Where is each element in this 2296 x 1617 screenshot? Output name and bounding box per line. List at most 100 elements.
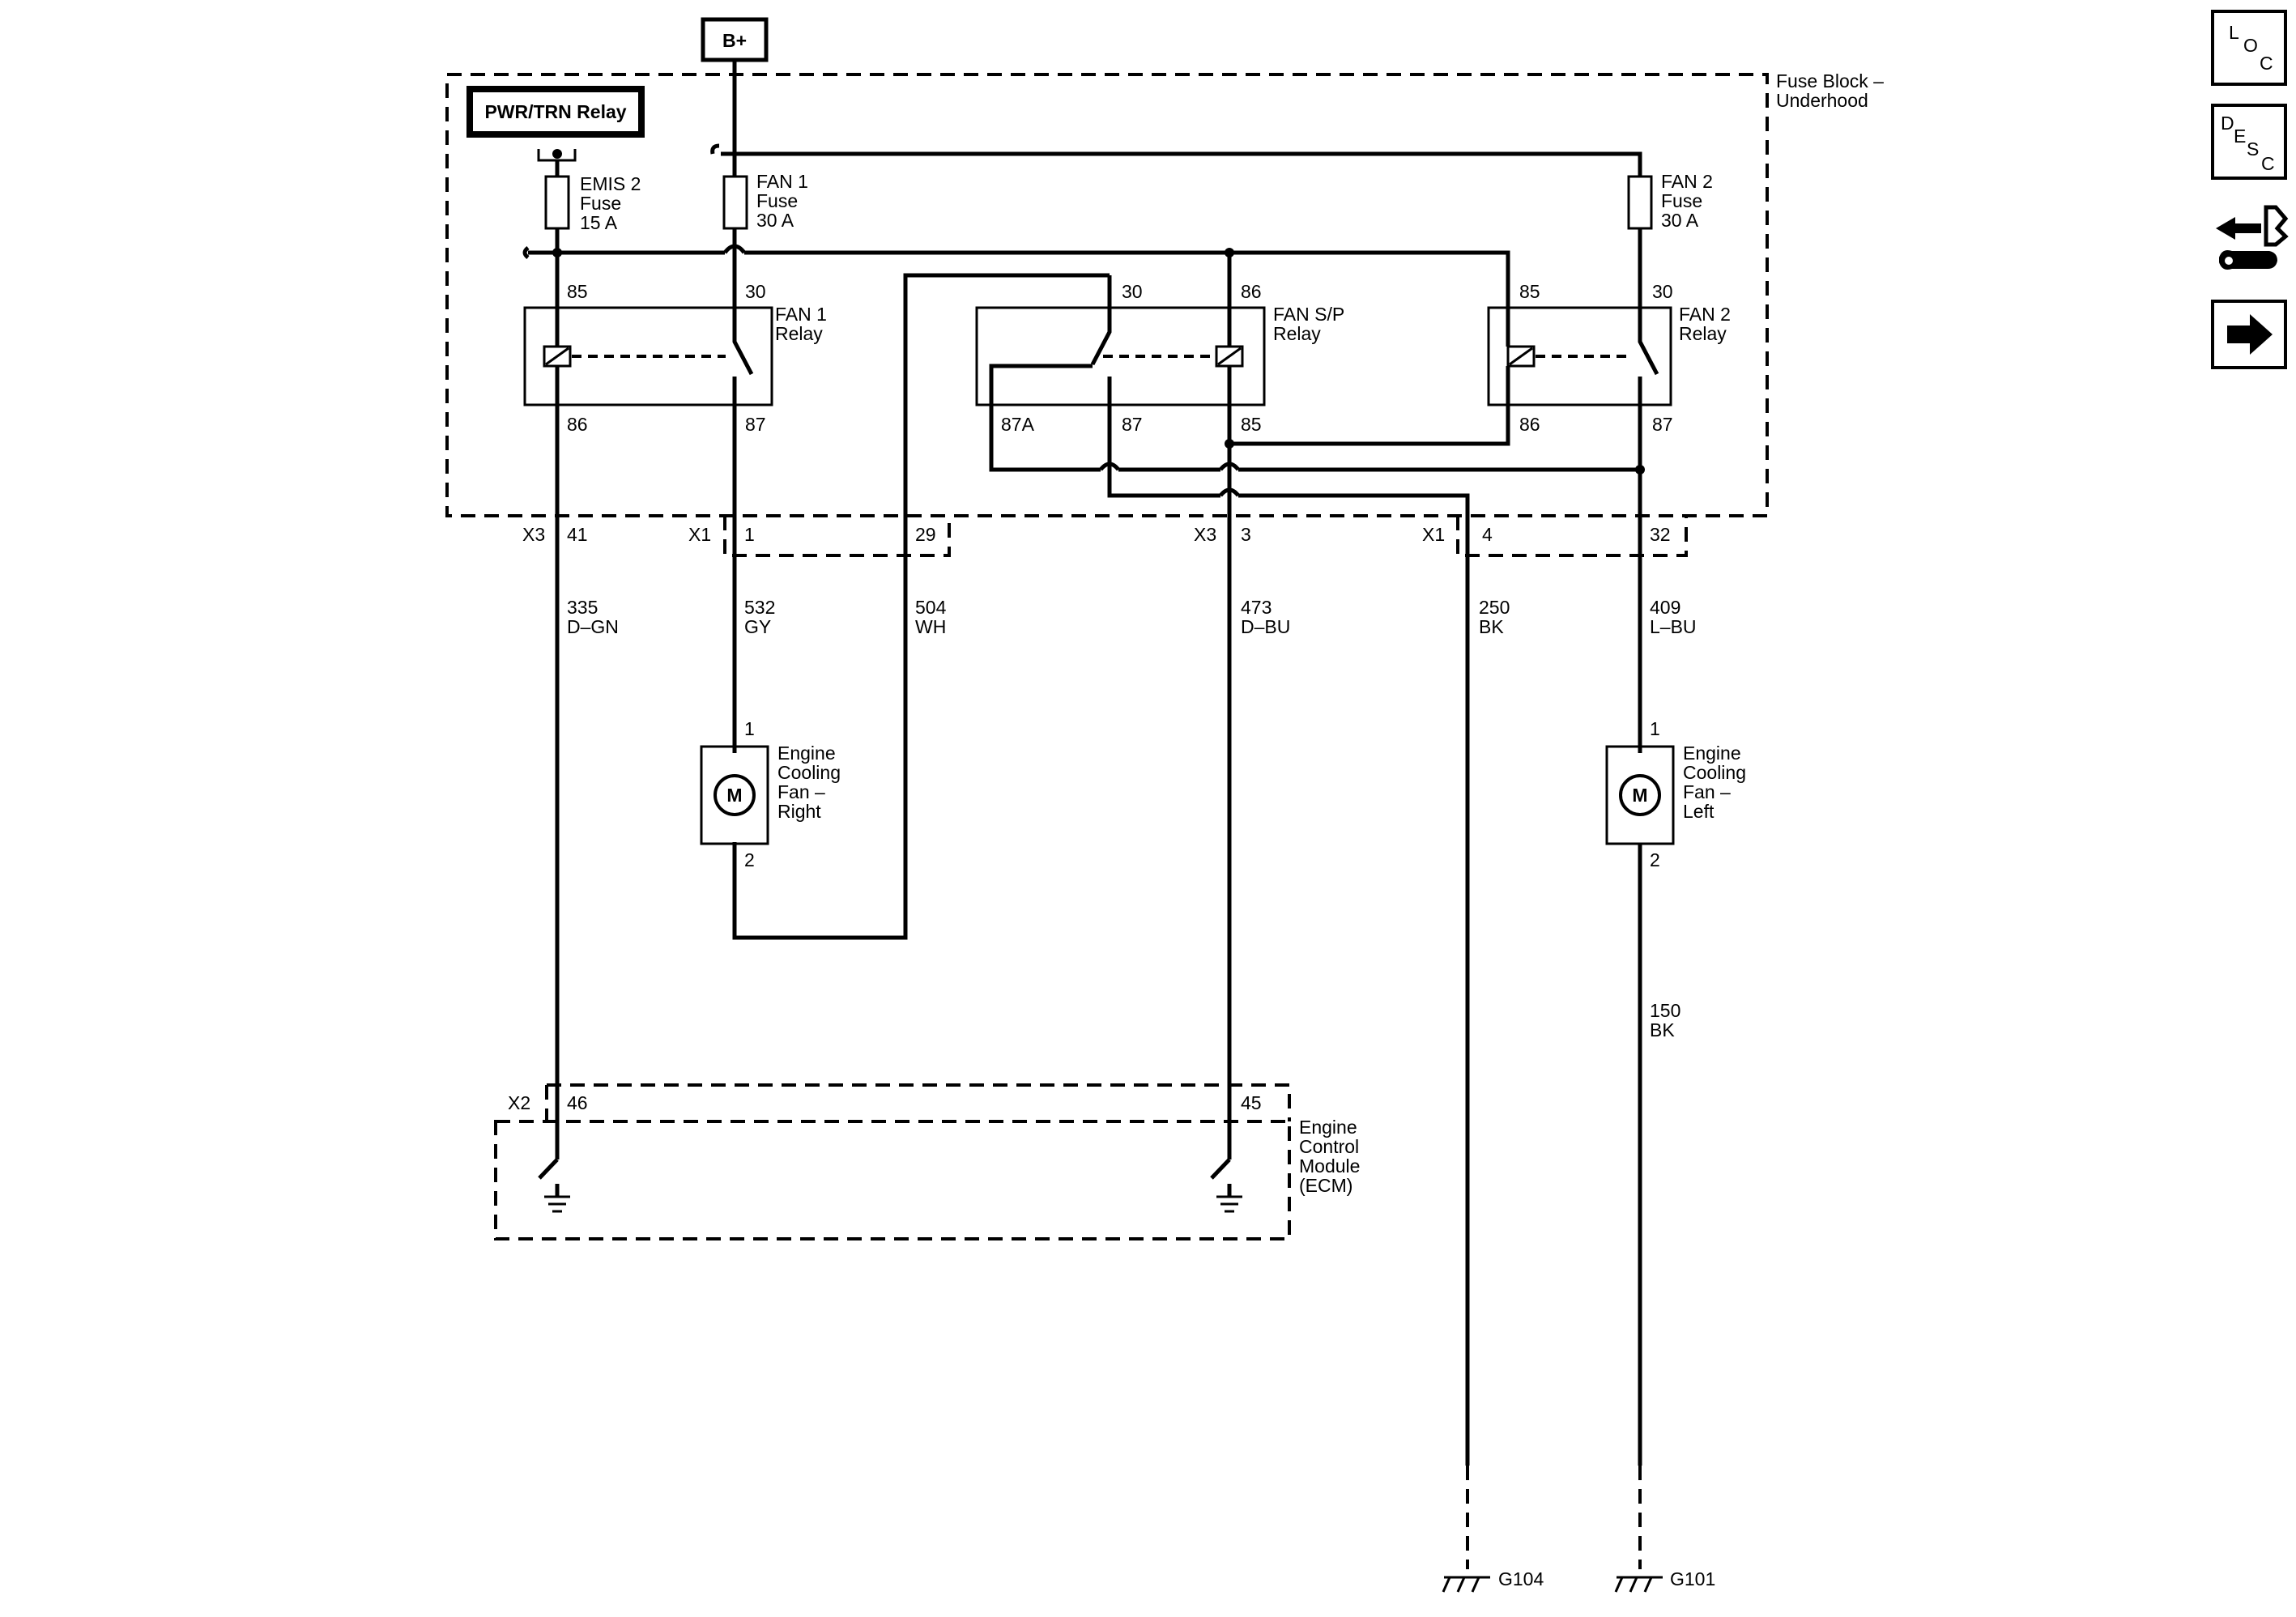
motor-right-label-4: Right — [777, 801, 821, 822]
fan1-relay: 85 30 86 87 FAN 1 Relay — [523, 281, 827, 435]
motor-right-symbol-label: M — [726, 785, 742, 806]
wire-504-circuit: 504 — [915, 597, 947, 618]
motor-left-pin-1: 1 — [1650, 718, 1660, 739]
motor-right-label: Engine — [777, 743, 836, 764]
connector-tool-icon[interactable] — [2216, 205, 2289, 270]
fan2-relay-pin-30: 30 — [1652, 281, 1673, 302]
loc-letter-c: C — [2260, 53, 2273, 74]
motor-left-label-4: Left — [1683, 801, 1715, 822]
wire-335-color: D–GN — [567, 616, 619, 637]
wire-150-color: BK — [1650, 1019, 1675, 1040]
loc-button[interactable]: L O C — [2211, 10, 2287, 86]
loc-letter-l: L — [2229, 22, 2239, 43]
desc-button[interactable]: D E S C — [2211, 104, 2287, 180]
fan1-fuse-label: FAN 1 — [756, 171, 808, 192]
fan2-relay-pin-85: 85 — [1519, 281, 1540, 302]
fan1-relay-pin-86: 86 — [567, 414, 588, 435]
ground-g101: G101 — [1614, 1466, 1715, 1593]
connector-pin-29: 29 — [915, 524, 936, 545]
motor-right-pin-1: 1 — [744, 718, 755, 739]
wire-473-color: D–BU — [1241, 616, 1290, 637]
engine-cooling-fan-left: M 1 2 Engine Cooling Fan – Left — [1605, 718, 1746, 1466]
desc-letter-c: C — [2261, 153, 2275, 174]
emis2-fuse-label-2: Fuse — [580, 193, 621, 214]
wire-335-circuit: 335 — [567, 597, 598, 618]
emis2-fuse-label: EMIS 2 — [580, 173, 641, 194]
fan2-relay-pin-87: 87 — [1652, 414, 1673, 435]
fan2-relay: 85 30 86 87 FAN 2 Relay — [1487, 281, 1731, 435]
fan2-fuse-body — [1627, 175, 1653, 230]
fan1-relay-label-2: Relay — [775, 323, 823, 344]
ecm-label-2: Control — [1299, 1136, 1359, 1157]
motor-left-label: Engine — [1683, 743, 1741, 764]
loc-letter-o: O — [2243, 35, 2258, 56]
connector-pin-45: 45 — [1241, 1092, 1262, 1113]
fuse-labels: EMIS 2 Fuse 15 A FAN 1 Fuse 30 A FAN 2 F… — [580, 171, 1713, 233]
engine-control-module: X2 46 45 Engine Control Module (ECM) — [494, 1083, 1360, 1240]
wire-labels: 335 D–GN 532 GY 504 WH 473 D–BU 250 BK 4… — [567, 597, 1697, 1040]
fan1-fuse-body — [722, 175, 748, 230]
fan2-relay-pin-86: 86 — [1519, 414, 1540, 435]
desc-letter-e: E — [2234, 126, 2246, 147]
wire-473-circuit: 473 — [1241, 597, 1272, 618]
wire-409-circuit: 409 — [1650, 597, 1680, 618]
wire-504-color: WH — [915, 616, 946, 637]
fuse-block-label-2: Underhood — [1776, 90, 1868, 111]
fan2-fuse-label: FAN 2 — [1661, 171, 1713, 192]
motor-left-pin-2: 2 — [1650, 849, 1660, 870]
wire-532-color: GY — [744, 616, 771, 637]
fan2-relay-label-2: Relay — [1679, 323, 1727, 344]
fansp-relay-pin-87a: 87A — [1001, 414, 1035, 435]
wire-150-circuit: 150 — [1650, 1000, 1680, 1021]
connector-pin-3: 3 — [1241, 524, 1251, 545]
wire-409-color: L–BU — [1650, 616, 1697, 637]
fansp-relay-pin-30: 30 — [1122, 281, 1143, 302]
connector-x2: X2 — [508, 1092, 530, 1113]
fansp-relay-label-2: Relay — [1273, 323, 1321, 344]
desc-letter-s: S — [2247, 138, 2259, 160]
connector-pin-4: 4 — [1482, 524, 1493, 545]
ground-g104-label: G104 — [1498, 1568, 1544, 1589]
pwr-trn-relay-label: PWR/TRN Relay — [484, 101, 626, 122]
motor-right-label-2: Cooling — [777, 762, 841, 783]
battery-positive-terminal: B+ — [701, 17, 769, 62]
connector-pin-41: 41 — [567, 524, 588, 545]
fan-sp-relay: 30 86 87A 87 85 FAN S/P Relay — [975, 281, 1344, 435]
ecm-label-4: (ECM) — [1299, 1175, 1352, 1196]
connector-x1-bracket — [723, 516, 1688, 557]
ground-g101-label: G101 — [1670, 1568, 1715, 1589]
fan2-fuse-label-2: Fuse — [1661, 190, 1702, 211]
connector-x1-b: X1 — [1422, 524, 1445, 545]
connector-pin-32: 32 — [1650, 524, 1671, 545]
ecm-label: Engine — [1299, 1117, 1357, 1138]
fan1-relay-label: FAN 1 — [775, 304, 827, 325]
right-arrow-icon — [2227, 314, 2273, 355]
fansp-relay-pin-87: 87 — [1122, 414, 1143, 435]
fan1-fuse-rating: 30 A — [756, 210, 794, 231]
fuse-block-underhood: Fuse Block – Underhood — [445, 70, 1884, 517]
fan1-fuse-label-2: Fuse — [756, 190, 798, 211]
desc-letter-d: D — [2221, 113, 2234, 134]
ground-g104: G104 — [1442, 1466, 1544, 1593]
relay-interconnects — [555, 273, 1645, 1466]
wire-532-circuit: 532 — [744, 597, 775, 618]
fan1-relay-pin-85: 85 — [567, 281, 588, 302]
fansp-relay-label: FAN S/P — [1273, 304, 1344, 325]
motor-right-pin-2: 2 — [744, 849, 755, 870]
next-page-button[interactable] — [2211, 300, 2287, 369]
fansp-relay-pin-86: 86 — [1241, 281, 1262, 302]
ecm-label-3: Module — [1299, 1155, 1360, 1177]
motor-symbol-right — [714, 774, 756, 816]
battery-positive-label: B+ — [722, 30, 747, 51]
pwr-trn-relay-box: PWR/TRN Relay — [466, 86, 645, 138]
fansp-relay-pin-85: 85 — [1241, 414, 1262, 435]
fan1-relay-pin-30: 30 — [745, 281, 766, 302]
motor-left-symbol-label: M — [1632, 785, 1647, 806]
connector-x3-b: X3 — [1194, 524, 1216, 545]
connector-x1: X1 — [688, 524, 711, 545]
connector-pin-46: 46 — [567, 1092, 588, 1113]
fan1-relay-pin-87: 87 — [745, 414, 766, 435]
wire-250-circuit: 250 — [1479, 597, 1510, 618]
wire-250-color: BK — [1479, 616, 1504, 637]
